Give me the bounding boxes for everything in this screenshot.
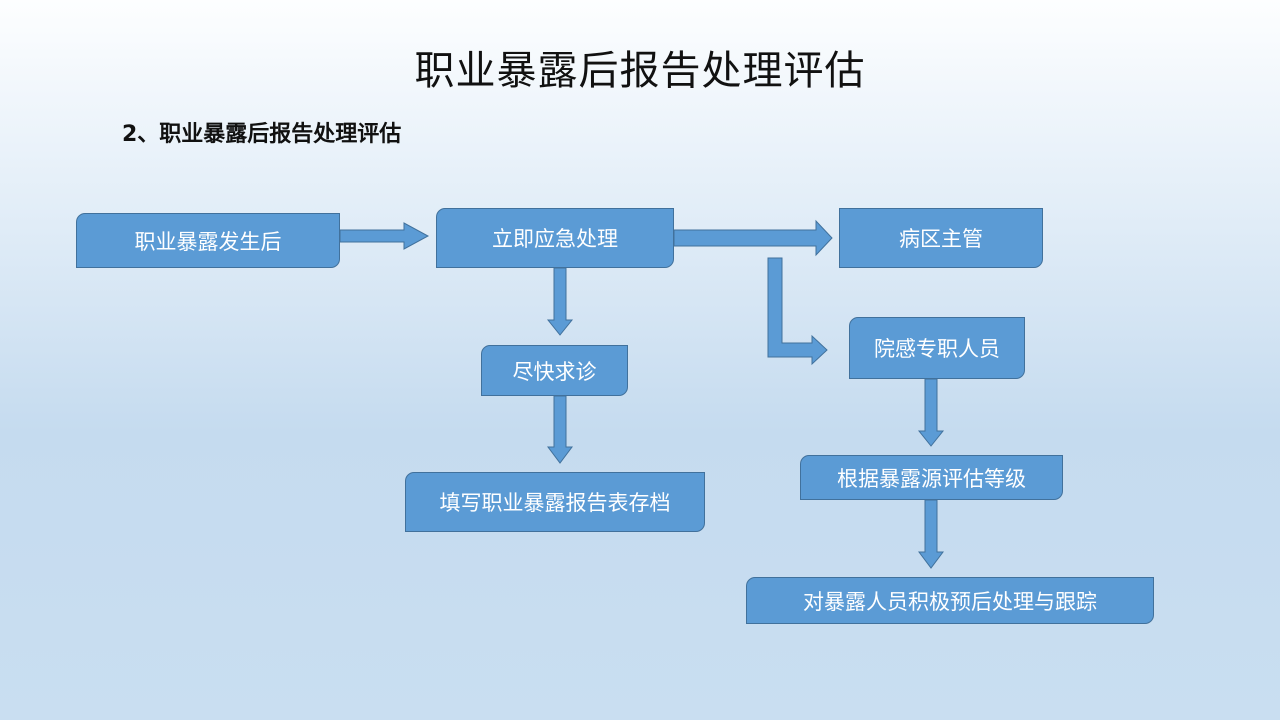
arrow-emergency-to-infection-staff (767, 257, 828, 366)
node-infection-staff: 院感专职人员 (849, 317, 1025, 379)
node-report-form-label: 填写职业暴露报告表存档 (439, 491, 671, 515)
node-follow-up-label: 对暴露人员积极预后处理与跟踪 (803, 589, 1097, 614)
node-infection-staff-label: 院感专职人员 (874, 337, 1000, 361)
node-ward-supervisor: 病区主管 (839, 208, 1043, 268)
node-seek-care-label: 尽快求诊 (512, 359, 597, 384)
node-seek-care: 尽快求诊 (481, 345, 628, 396)
arrow-seek-care-to-report (547, 395, 573, 464)
node-assess-level-label: 根据暴露源评估等级 (837, 466, 1026, 491)
arrow-emergency-to-seek-care (546, 267, 574, 336)
arrow-infection-to-assess (917, 378, 945, 447)
node-exposure-label: 职业暴露发生后 (134, 229, 282, 254)
node-exposure: 职业暴露发生后 (76, 213, 340, 268)
node-follow-up: 对暴露人员积极预后处理与跟踪 (746, 577, 1154, 624)
node-report-form: 填写职业暴露报告表存档 (405, 472, 705, 532)
node-emergency-label: 立即应急处理 (492, 227, 618, 251)
slide-title: 职业暴露后报告处理评估 (414, 48, 866, 94)
arrow-assess-to-follow-up (918, 499, 944, 569)
node-assess-level: 根据暴露源评估等级 (800, 455, 1063, 500)
arrow-emergency-to-supervisor (673, 219, 833, 257)
arrow-exposure-to-emergency (339, 222, 430, 250)
slide-subtitle: 2、职业暴露后报告处理评估 (122, 122, 402, 147)
node-ward-supervisor-label: 病区主管 (899, 227, 983, 251)
node-emergency: 立即应急处理 (436, 208, 674, 268)
